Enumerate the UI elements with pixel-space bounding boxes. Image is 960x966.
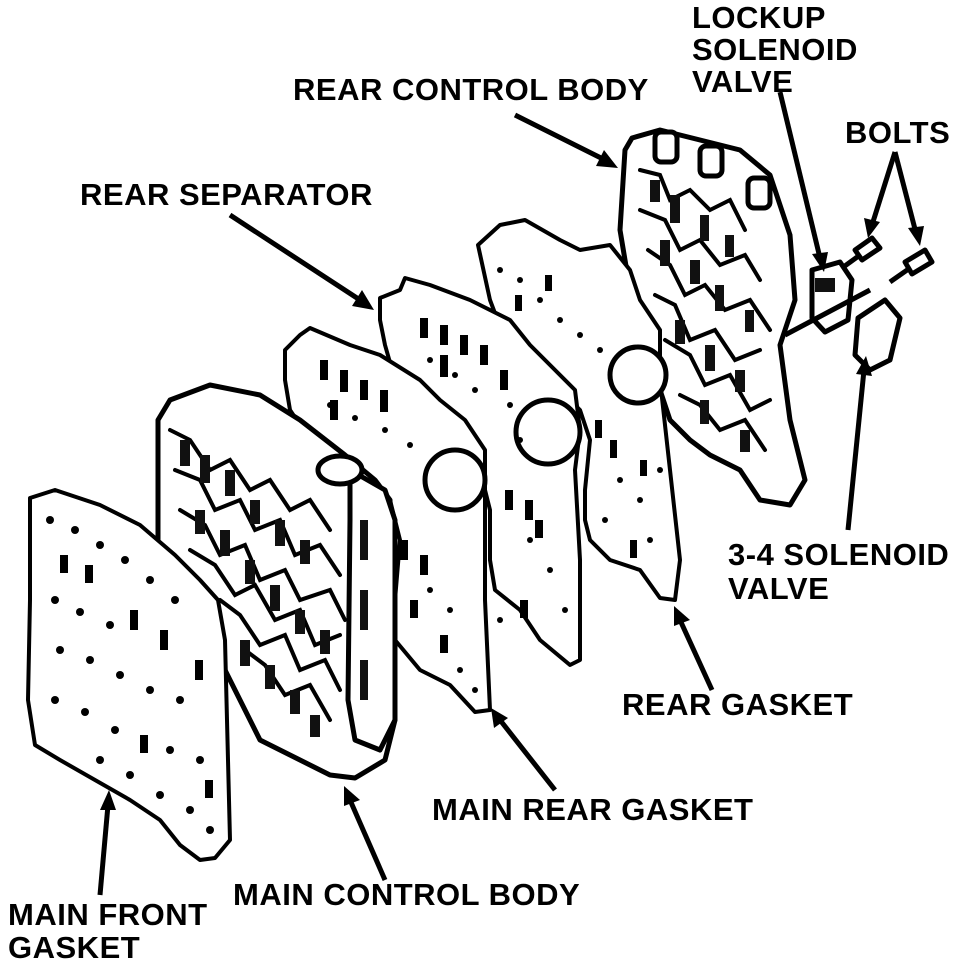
label-lockup-solenoid-line3: VALVE xyxy=(692,64,793,99)
main-control-body xyxy=(155,382,398,781)
label-main-front-gasket-line1: MAIN FRONT xyxy=(8,897,208,932)
label-main-rear-gasket: MAIN REAR GASKET xyxy=(432,792,753,827)
label-3-4-solenoid-line1: 3-4 SOLENOID xyxy=(728,537,949,572)
rear-separator-plate xyxy=(378,276,583,667)
label-lockup-solenoid-line2: SOLENOID xyxy=(692,32,858,67)
label-main-control-body: MAIN CONTROL BODY xyxy=(233,877,580,912)
main-front-gasket-plate xyxy=(26,488,232,862)
label-rear-control-body: REAR CONTROL BODY xyxy=(293,72,649,107)
main-rear-gasket-plate xyxy=(283,326,492,714)
leader-lines xyxy=(97,91,924,896)
label-rear-separator: REAR SEPARATOR xyxy=(80,177,373,212)
label-3-4-solenoid-line2: VALVE xyxy=(728,571,829,606)
label-rear-gasket: REAR GASKET xyxy=(622,687,853,722)
label-main-front-gasket-line2: GASKET xyxy=(8,930,140,965)
label-lockup-solenoid-line1: LOCKUP xyxy=(692,0,826,35)
labels: REAR CONTROL BODY LOCKUP SOLENOID VALVE … xyxy=(8,0,950,965)
rear-control-body xyxy=(617,127,935,508)
label-bolts: BOLTS xyxy=(845,115,950,150)
